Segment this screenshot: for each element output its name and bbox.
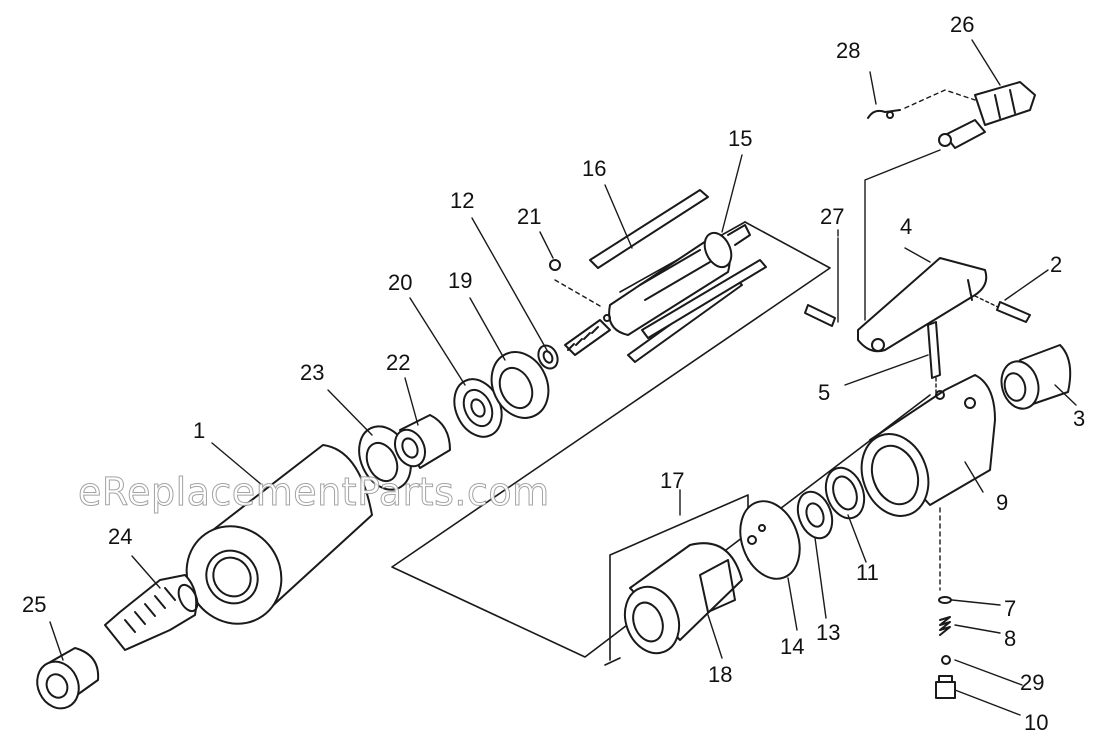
watermark: eReplacementParts.com — [78, 470, 550, 515]
part-19-end-plate — [490, 351, 550, 419]
callout-24: 24 — [108, 524, 133, 549]
part-10-plug — [935, 675, 956, 699]
part-25-collet-nut — [36, 647, 100, 710]
callout-19: 19 — [448, 268, 473, 293]
part-16-vanes — [589, 189, 767, 363]
callout-23: 23 — [300, 360, 325, 385]
callout-27: 27 — [820, 204, 845, 229]
part-5-pin — [927, 321, 941, 396]
part-2-lever-pin — [974, 295, 1031, 323]
callout-29: 29 — [1020, 670, 1045, 695]
part-4-lever — [857, 257, 988, 353]
part-7-washer — [938, 596, 952, 604]
callout-2: 2 — [1050, 252, 1063, 277]
part-8-spring — [939, 616, 951, 636]
part-12-washer — [537, 344, 559, 370]
callout-21: 21 — [517, 204, 542, 229]
part-9-motor-housing — [860, 374, 996, 591]
part-13-bearing — [796, 490, 834, 540]
callout-11: 11 — [856, 560, 879, 585]
part-28-clip — [867, 89, 976, 119]
callout-10: 10 — [1024, 710, 1049, 735]
callout-16: 16 — [582, 156, 607, 181]
callout-14: 14 — [780, 634, 805, 659]
callout-18: 18 — [708, 662, 733, 687]
part-24-collet — [104, 574, 199, 651]
callout-26: 26 — [950, 12, 975, 37]
part-15-rotor — [564, 224, 751, 356]
callout-9: 9 — [996, 490, 1009, 515]
callout-7: 7 — [1004, 596, 1017, 621]
part-3-inlet — [1000, 344, 1072, 410]
callout-25: 25 — [22, 592, 47, 617]
callout-17: 17 — [660, 468, 685, 493]
part-29-ball — [941, 655, 951, 665]
callout-22: 22 — [386, 350, 411, 375]
part-11-ring — [824, 466, 866, 520]
callout-13: 13 — [816, 620, 841, 645]
callout-1: 1 — [193, 418, 206, 443]
callout-3: 3 — [1073, 406, 1086, 431]
leader-lines — [49, 39, 1077, 716]
callout-28: 28 — [836, 38, 861, 63]
callout-15: 15 — [728, 126, 753, 151]
callout-5: 5 — [818, 380, 831, 405]
callout-12: 12 — [450, 188, 475, 213]
part-14-rear-plate — [739, 500, 801, 580]
part-26-valve — [938, 81, 1036, 149]
callout-8: 8 — [1004, 626, 1017, 651]
part-1-housing — [185, 444, 373, 625]
valve-leader — [864, 149, 941, 321]
part-21-ball — [549, 259, 601, 307]
part-22-ring — [393, 414, 451, 469]
callout-20: 20 — [388, 270, 413, 295]
part-18-cylinder — [623, 542, 743, 655]
part-27-pin — [804, 237, 839, 327]
callout-4: 4 — [900, 214, 913, 239]
